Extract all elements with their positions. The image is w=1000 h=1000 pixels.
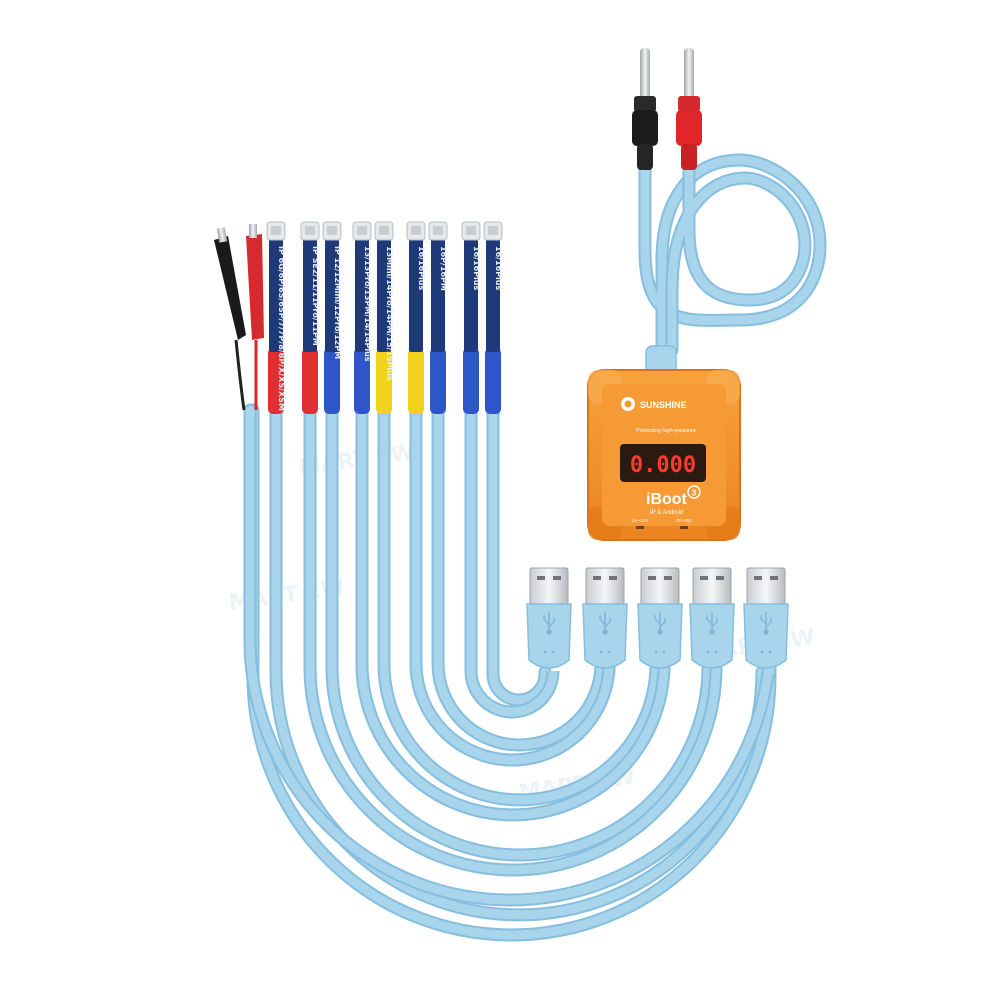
flex-ribbon xyxy=(431,236,445,352)
usb-plug-2 xyxy=(582,567,628,669)
cable-3 xyxy=(433,405,606,750)
usb-plug-body xyxy=(582,603,628,669)
clip-cable xyxy=(245,405,775,905)
usb-symbol-icon xyxy=(706,612,718,635)
cable-1 xyxy=(488,405,550,705)
cable-6 xyxy=(357,405,669,820)
sleeve-blue xyxy=(485,348,501,414)
sleeve-yellow xyxy=(408,348,424,414)
flex-ribbon xyxy=(355,236,369,352)
usb-plugs xyxy=(526,567,789,669)
flex-ribbon xyxy=(325,236,339,352)
usb-plug-5 xyxy=(743,567,789,669)
flex-label: IP SE2/11/11Pro/11PM xyxy=(311,246,320,346)
model-subtitle: IP & Android xyxy=(650,510,683,516)
brand-name: SUNSHINE xyxy=(640,400,687,410)
model-name: iBoot xyxy=(646,491,688,508)
sleeve-blue xyxy=(324,348,340,414)
port-label-right: 3V~20p xyxy=(676,518,692,523)
flex-connector-5: 13Mini/14Pro/14PM/15/15Plus xyxy=(374,221,394,414)
flex-connector-6: 16/16Plus xyxy=(406,221,426,414)
flex-label: 13/13Pro/13PM/14/14Plus xyxy=(363,246,372,362)
usb-symbol-icon xyxy=(599,612,611,635)
usb-plug-body xyxy=(743,603,789,669)
flex-connector-9: 16/16Plus xyxy=(483,221,503,414)
flex-ribbon xyxy=(464,236,478,352)
flex-label: 16/16Plus xyxy=(494,246,503,290)
usb-symbol-icon xyxy=(654,612,666,635)
flex-connector-1: IP 6G/6P/6S/6SP/7/7P/8/8P/X/XS/XSM xyxy=(266,221,286,414)
model-version: 3 xyxy=(692,489,697,498)
cable-5 xyxy=(379,405,661,805)
usb-plug-3 xyxy=(637,567,683,669)
usb-plug-4 xyxy=(689,567,735,669)
usb-plug-body xyxy=(637,603,683,669)
usb-plug-body xyxy=(526,603,572,669)
cable-8 xyxy=(305,405,721,875)
flex-ribbon xyxy=(377,236,391,352)
sleeve-blue xyxy=(430,348,446,414)
sleeve-blue xyxy=(463,348,479,414)
sleeve-blue xyxy=(354,348,370,414)
sleeve-red xyxy=(268,348,284,414)
cable-7 xyxy=(327,405,713,860)
port-label-left: 4V~13V xyxy=(632,518,648,523)
flex-label: 16/16Plus xyxy=(417,246,426,290)
flex-label: 13Mini/14Pro/14PM/15/15Plus xyxy=(385,246,394,381)
flex-label: IP 12/12Mini/12Pro/12PM xyxy=(333,246,342,359)
sleeve-red xyxy=(302,348,318,414)
usb-plug-body xyxy=(689,603,735,669)
voltage-display xyxy=(620,444,706,482)
cable-2 xyxy=(466,405,558,717)
flex-connector-7: 16P/16PM xyxy=(428,221,448,414)
flex-label: 16P/16PM xyxy=(439,246,448,291)
banana-cable-coil-b xyxy=(667,165,810,355)
flex-connector-2: IP SE2/11/11Pro/11PM xyxy=(300,221,320,414)
iboot-power-box: SUNSHINE Protecting high-pressure 0.000 … xyxy=(587,345,741,541)
cable-9 xyxy=(271,405,767,920)
flex-ribbon xyxy=(409,236,423,352)
flex-label: 16/16Plus xyxy=(472,246,481,290)
banana-plugs xyxy=(632,48,702,170)
display-reading: 0.000 xyxy=(630,453,696,478)
alligator-clips xyxy=(214,224,264,411)
flex-ribbon xyxy=(303,236,317,352)
flex-connector-3: IP 12/12Mini/12Pro/12PM xyxy=(322,221,342,414)
sleeve-yellow xyxy=(376,348,392,414)
flex-ribbon xyxy=(486,236,500,352)
cable-10 xyxy=(248,405,775,940)
flex-label: IP 6G/6P/6S/6SP/7/7P/8/8P/X/XS/XSM xyxy=(277,246,286,411)
usb-plug-1 xyxy=(526,567,572,669)
flex-connectors: IP 6G/6P/6S/6SP/7/7P/8/8P/X/XS/XSM IP SE2… xyxy=(266,221,503,414)
flex-ribbon xyxy=(269,236,283,352)
cable-4 xyxy=(411,405,614,765)
cable-bundle xyxy=(243,153,827,942)
usb-symbol-icon xyxy=(543,612,555,635)
flex-connector-8: 16/16Plus xyxy=(461,221,481,414)
usb-symbol-icon xyxy=(760,612,772,635)
box-tagline: Protecting high-pressure xyxy=(636,428,696,434)
flex-connector-4: 13/13Pro/13PM/14/14Plus xyxy=(352,221,372,414)
